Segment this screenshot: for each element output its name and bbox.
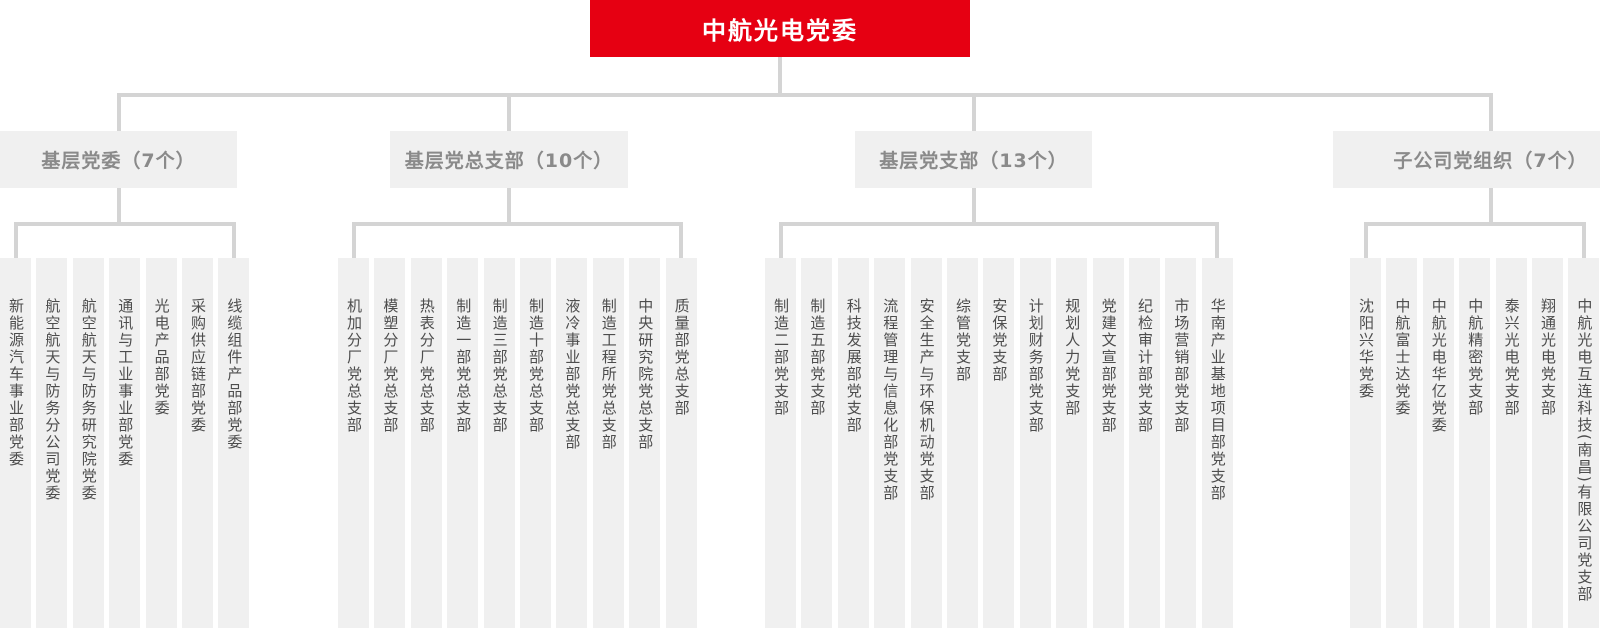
org-node: 制造五部党支部: [801, 258, 833, 628]
connector-line: [1363, 222, 1586, 226]
group-header: 基层党委（7个）: [0, 131, 237, 188]
org-node: 制造工程所党总支部: [592, 258, 624, 628]
org-node: 中航光电互连科技(南昌)有限公司党支部: [1568, 258, 1600, 628]
connector-line: [507, 93, 511, 131]
org-node: 光电产品部党委: [145, 258, 177, 628]
org-node: 热表分厂党总支部: [410, 258, 442, 628]
connector-line: [1215, 222, 1220, 258]
connector-line: [679, 222, 684, 258]
connector-line: [351, 222, 684, 226]
org-node: 制造三部党总支部: [483, 258, 515, 628]
org-node: 模塑分厂党总支部: [374, 258, 406, 628]
org-node: 机加分厂党总支部: [338, 258, 369, 628]
connector-line: [13, 222, 18, 258]
org-node: 液冷事业部党总支部: [556, 258, 588, 628]
org-node: 党建文宣部党支部: [1092, 258, 1124, 628]
org-node: 华南产业基地项目部党支部: [1201, 258, 1233, 628]
org-node: 航空航天与防务研究院党委: [72, 258, 104, 628]
org-node: 安全生产与环保机动党支部: [910, 258, 942, 628]
connector-line: [778, 222, 783, 258]
org-node: 新能源汽车事业部党委: [0, 258, 31, 628]
group-header: 子公司党组织（7个）: [1333, 131, 1600, 188]
connector-line: [1488, 93, 1493, 131]
org-node: 通讯与工业事业部党委: [109, 258, 141, 628]
connector-line: [1488, 188, 1493, 226]
org-node: 采购供应链部党委: [182, 258, 213, 628]
org-node: 翔通光电党支部: [1532, 258, 1563, 628]
connector-line: [1363, 222, 1368, 258]
connector-line: [778, 57, 782, 97]
connector-line: [116, 188, 121, 226]
connector-line: [507, 188, 511, 226]
connector-line: [1581, 222, 1586, 258]
org-node: 泰兴光电党支部: [1495, 258, 1527, 628]
org-node: 线缆组件产品部党委: [218, 258, 250, 628]
connector-line: [116, 93, 121, 131]
org-node: 制造十部党总支部: [520, 258, 551, 628]
org-node: 科技发展部党支部: [837, 258, 869, 628]
connector-line: [971, 93, 976, 131]
root-node: 中航光电党委: [590, 0, 970, 57]
connector-line: [13, 222, 236, 226]
org-node: 航空航天与防务分公司党委: [36, 258, 68, 628]
group-header: 基层党支部（13个）: [855, 131, 1092, 188]
connector-line: [351, 222, 356, 258]
org-node: 中航光电华亿党委: [1422, 258, 1454, 628]
org-node: 安保党支部: [983, 258, 1015, 628]
connector-line: [778, 222, 1220, 226]
connector-line: [231, 222, 236, 258]
connector-line: [971, 188, 976, 226]
org-node: 纪检审计部党支部: [1129, 258, 1160, 628]
org-node: 规划人力党支部: [1056, 258, 1088, 628]
org-node: 市场营销部党支部: [1165, 258, 1197, 628]
org-node: 计划财务部党支部: [1019, 258, 1051, 628]
org-node: 中航富士达党委: [1386, 258, 1418, 628]
org-node: 综管党支部: [947, 258, 978, 628]
org-node: 制造二部党支部: [765, 258, 796, 628]
org-node: 沈阳兴华党委: [1350, 258, 1381, 628]
org-node: 制造一部党总支部: [447, 258, 479, 628]
connector-line: [116, 93, 1493, 97]
org-node: 中航精密党支部: [1459, 258, 1491, 628]
org-node: 质量部党总支部: [665, 258, 697, 628]
group-header: 基层党总支部（10个）: [390, 131, 628, 188]
org-node: 流程管理与信息化部党支部: [874, 258, 906, 628]
org-node: 中央研究院党总支部: [629, 258, 661, 628]
